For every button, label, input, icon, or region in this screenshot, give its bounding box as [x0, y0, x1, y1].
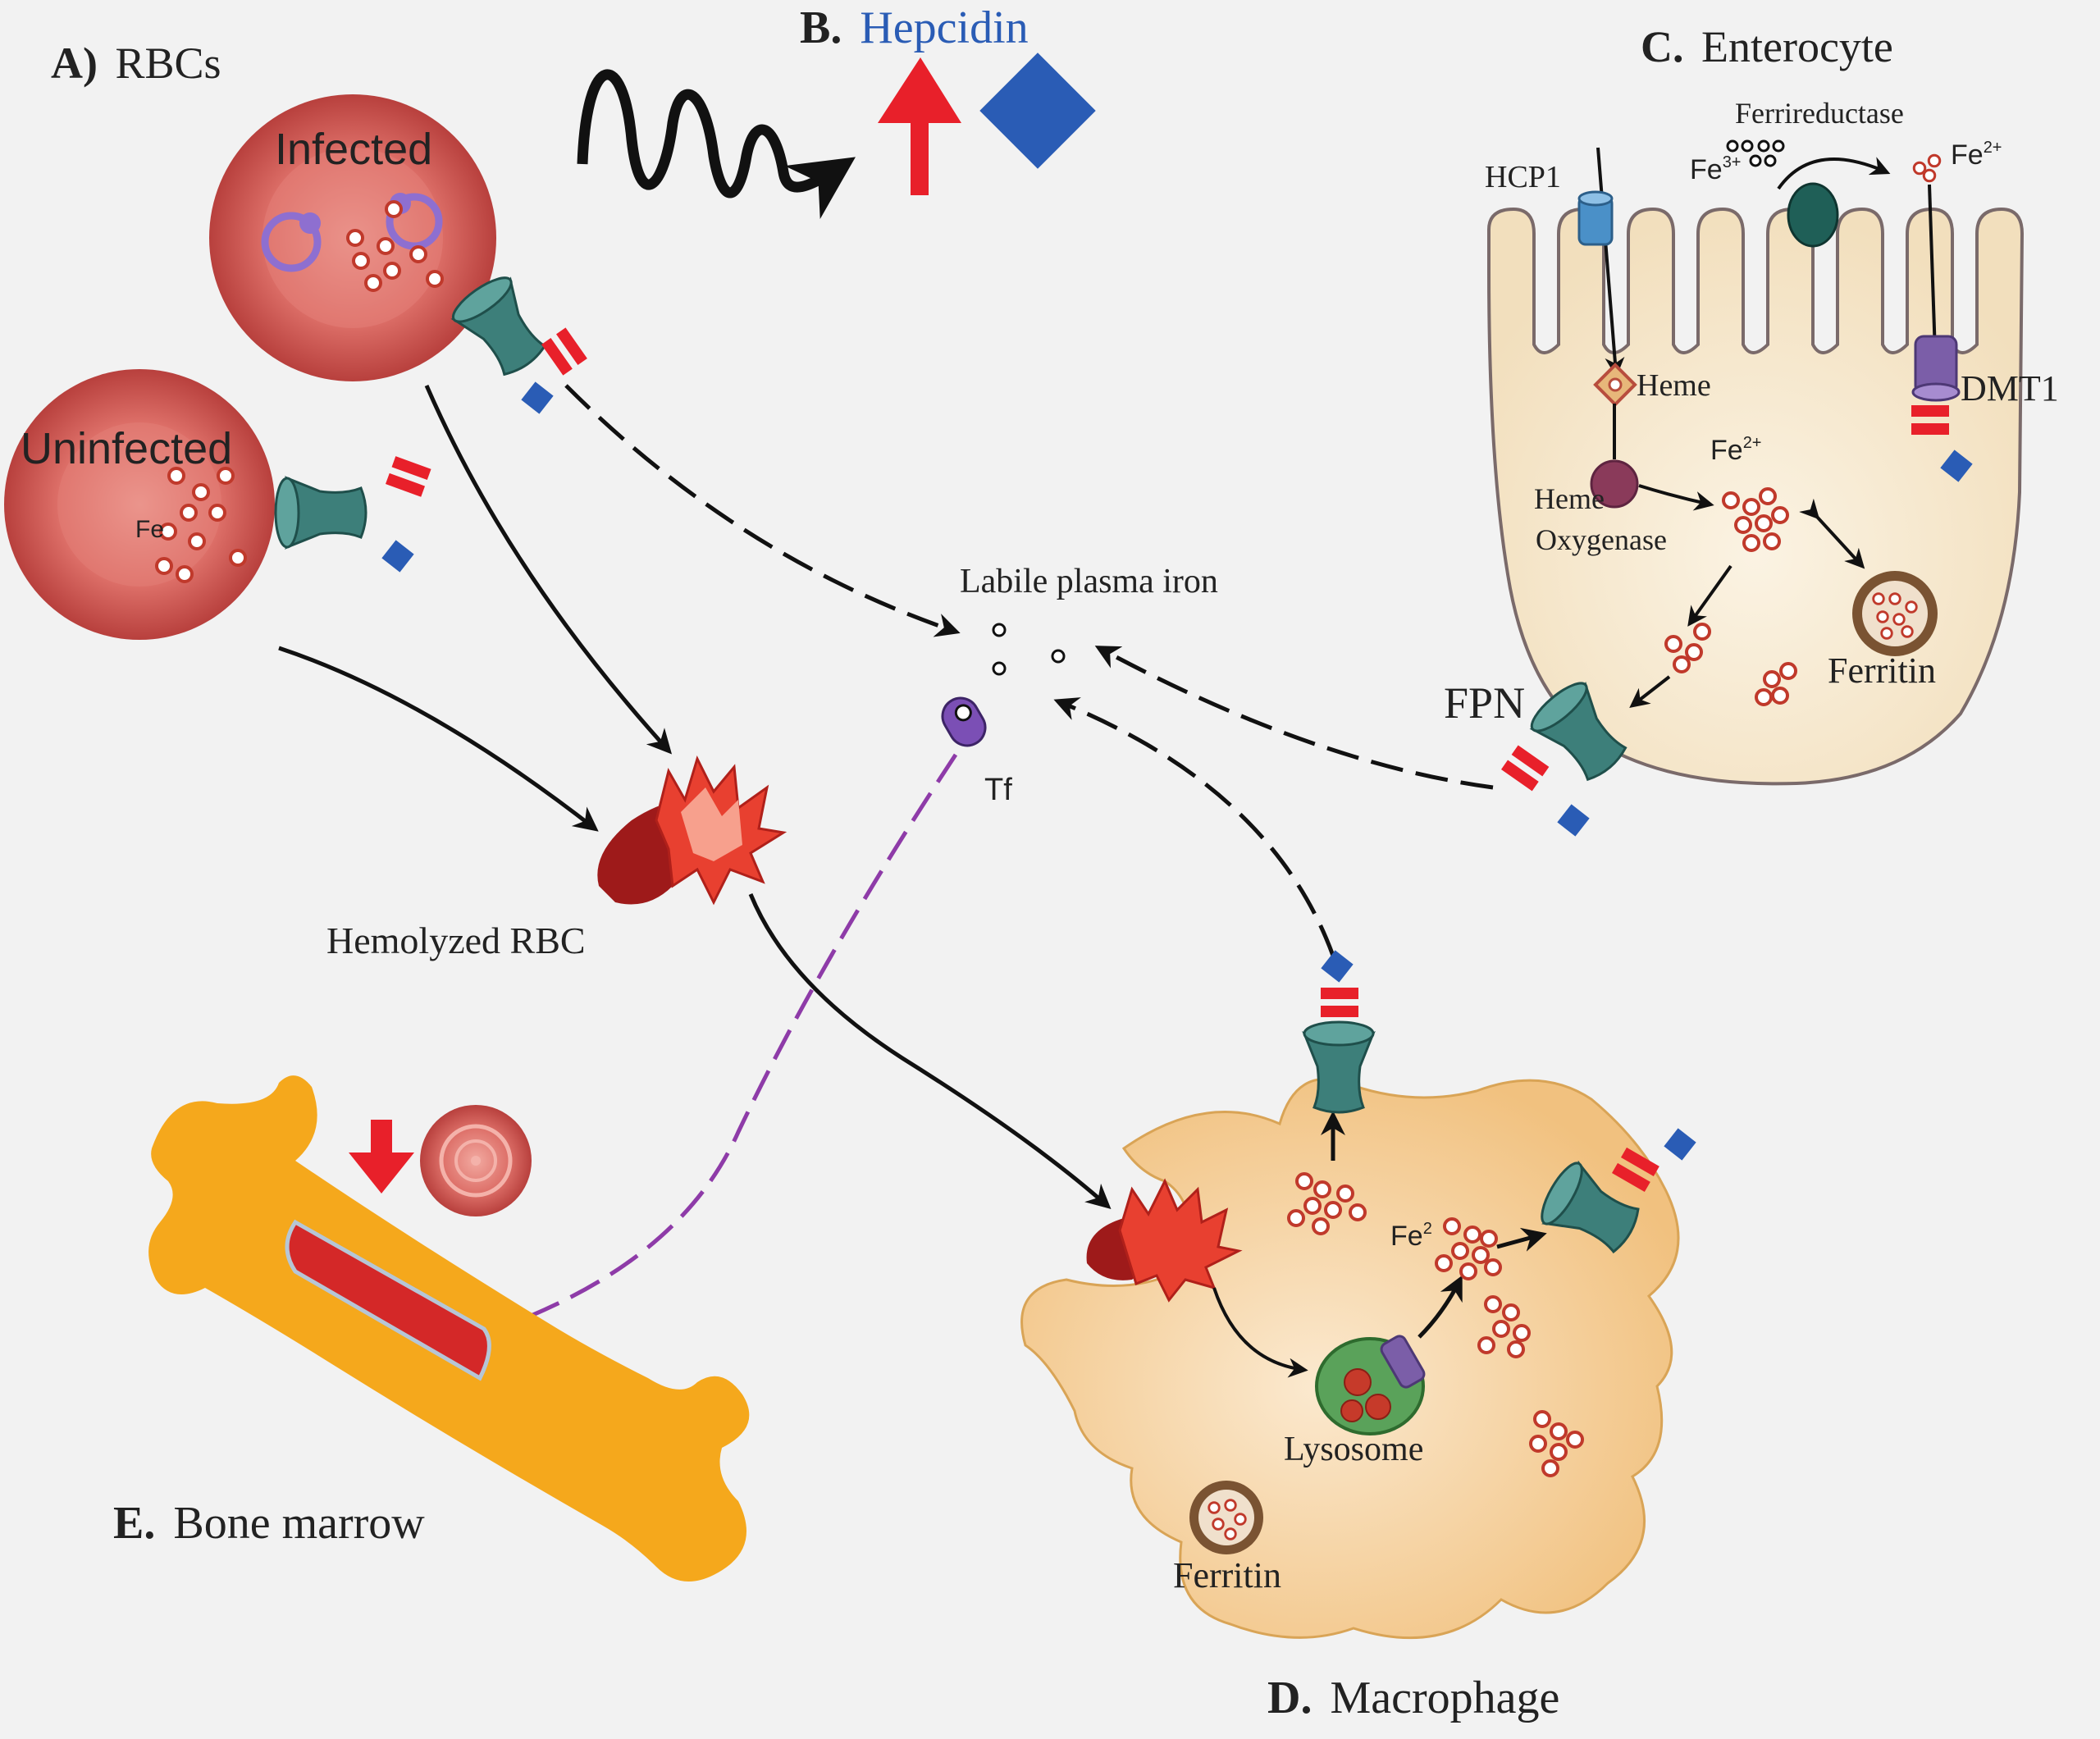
ferrireductase-label: Ferrireductase [1735, 97, 1904, 130]
fpn-hepcidin [1557, 804, 1590, 837]
heme-oxygenase-label-1: Heme [1534, 482, 1605, 515]
hepcidin-increase-arrow [878, 57, 961, 195]
labile-plasma-iron-label: Labile plasma iron [960, 563, 1218, 600]
hcp1-transporter [1577, 190, 1614, 246]
ferrireductase-arrow [1777, 157, 1891, 190]
hepcidin-diamond [979, 52, 1096, 169]
heme-oxygenase-enzyme [1590, 459, 1639, 509]
fpn-hepcidin-bars [1501, 745, 1550, 792]
hcp1-label: HCP1 [1485, 160, 1561, 194]
fe3-dots [1726, 139, 1785, 167]
erythropoiesis-decrease-arrow [349, 1120, 414, 1194]
panel-b-title: B. Hepcidin [800, 2, 1029, 53]
macrophage-hemolyzed-rbc [1086, 1178, 1243, 1303]
iron-to-fpn-arrow [1629, 675, 1671, 708]
fpn-label: FPN [1444, 678, 1525, 728]
malaria-parasite-ring-1 [261, 212, 322, 272]
hcp1-transport-arrow [1596, 147, 1625, 377]
macrophage-right-hepcidin [1664, 1128, 1696, 1161]
macrophage-to-plasma-dashed-arrow [1053, 697, 1335, 956]
fe2-label-inner: Fe2+ [1710, 434, 1762, 466]
phagocytosis-to-lysosome-arrow [1212, 1287, 1308, 1378]
lysosome-transporter [1380, 1335, 1426, 1389]
uninfected-label: Uninfected [21, 424, 232, 473]
infected-hepcidin [521, 381, 554, 414]
macrophage-top-hepcidin-bars [1321, 988, 1358, 1017]
panel-e-title: E. Bone marrow [113, 1498, 425, 1549]
iron-to-basolateral-arrow [1687, 564, 1732, 627]
macrophage-ferritin [1189, 1481, 1263, 1554]
lysosome-release-arrow [1418, 1275, 1463, 1339]
uninfected-rbc: Fe Uninfected [4, 369, 275, 640]
enterocyte-ferritin-label: Ferritin [1828, 650, 1936, 691]
ferrireductase-enzyme [1787, 182, 1839, 248]
bone-marrow-cavity [285, 1219, 491, 1381]
dmt1-label: DMT1 [1961, 368, 2059, 409]
tf-label: Tf [984, 773, 1012, 807]
oxygenase-release-arrow [1638, 484, 1714, 511]
rbc-to-plasma-dashed-arrow [564, 384, 961, 637]
labile-plasma-iron-dots [992, 623, 1066, 676]
infected-to-hemolysis-arrow [424, 385, 673, 755]
panel-c-title: C. Enterocyte [1641, 22, 1893, 71]
macrophage-fe-label: Fe2 [1390, 1220, 1432, 1252]
fe3-label: Fe3+ [1690, 153, 1742, 185]
transferrin [941, 696, 987, 747]
fe2-label-top: Fe2+ [1951, 139, 2002, 171]
transferrin-to-marrow-dashed-arrow [442, 753, 958, 1352]
infected-rbc: Infected [209, 94, 496, 381]
enterocyte-ferritin [1852, 571, 1938, 656]
signal-wave-arrow [577, 69, 856, 220]
panel-a-title: A) RBCs [51, 39, 221, 88]
iron-ferritin-exchange-arrow [1799, 498, 1865, 569]
iron-to-right-fpn-arrow [1496, 1227, 1547, 1252]
uninfected-to-hemolysis-arrow [278, 646, 599, 832]
dmt1-transporter [1911, 335, 1961, 402]
uninfected-hepcidin [381, 540, 414, 573]
hemolysis-to-macrophage-arrow [748, 893, 1112, 1209]
enterocyte-to-plasma-dashed-arrow [1094, 646, 1494, 790]
new-rbc [420, 1105, 532, 1216]
heme-label: Heme [1637, 368, 1711, 403]
lysosome-label: Lysosome [1284, 1431, 1423, 1468]
infected-label: Infected [275, 125, 432, 174]
hemolyzed-rbc [597, 755, 788, 906]
infected-hepcidin-bars [541, 327, 587, 376]
uninfected-fe-label: Fe [135, 516, 164, 543]
hemolyzed-rbc-label: Hemolyzed RBC [326, 920, 586, 961]
heme-molecule [1593, 363, 1637, 407]
macrophage-ferritin-label: Ferritin [1173, 1555, 1281, 1595]
uninfected-hepcidin-bars [386, 456, 431, 497]
heme-oxygenase-label-2: Oxygenase [1536, 523, 1667, 556]
uninfected-rbc-ferroportin [274, 477, 368, 549]
macrophage-top-hepcidin [1321, 950, 1354, 983]
panel-d-title: D. Macrophage [1267, 1673, 1559, 1723]
fe2-dots-top [1912, 153, 1942, 183]
